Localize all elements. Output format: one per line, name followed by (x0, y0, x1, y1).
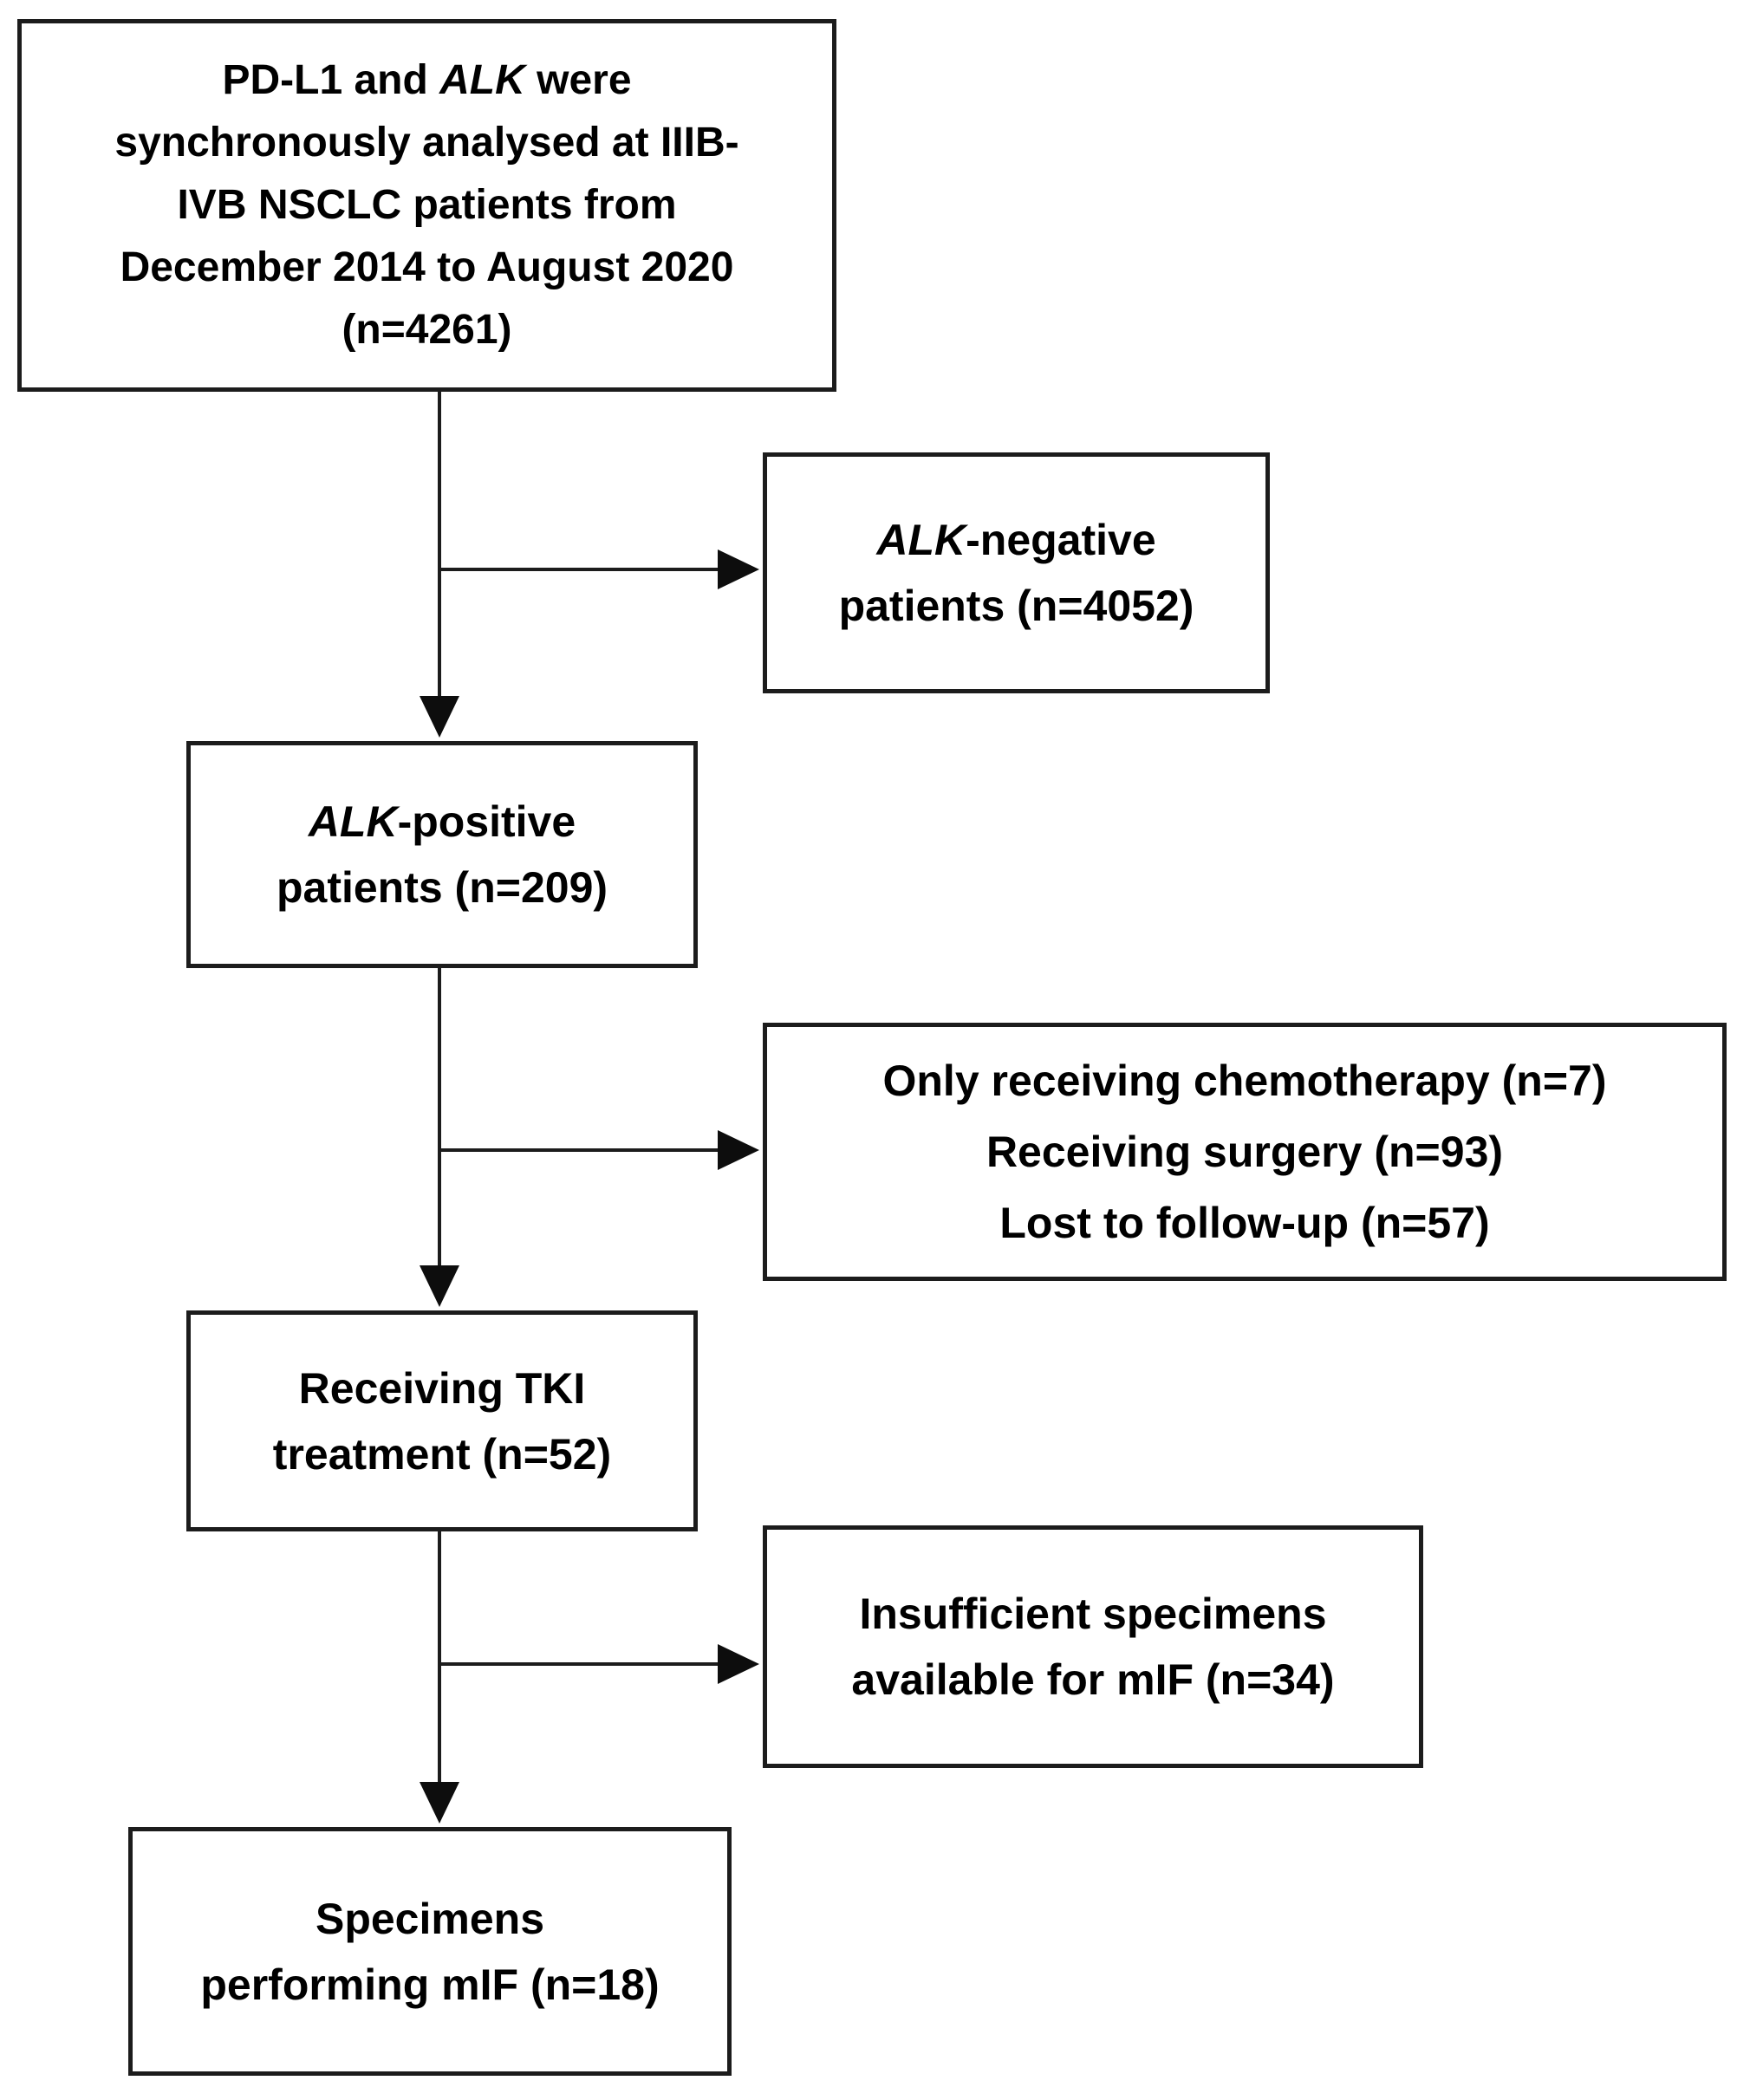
arrowhead-right-alk-negative (718, 549, 759, 589)
box-insufficient-specimens: Insufficient specimens available for mIF… (763, 1525, 1423, 1768)
arrowhead-down-alk-positive (420, 696, 459, 738)
source-line1-suffix: were (524, 57, 632, 103)
box-source-population: PD-L1 and ALK were synchronously analyse… (17, 19, 836, 392)
arrowhead-right-excluded (718, 1130, 759, 1170)
source-line-1: PD-L1 and ALK were (222, 49, 631, 112)
alk-negative-line-2: patients (n=4052) (838, 582, 1194, 630)
box-tki-treatment: Receiving TKI treatment (n=52) (186, 1310, 698, 1531)
box-excluded-treatments: Only receiving chemotherapy (n=7) Receiv… (763, 1023, 1727, 1281)
excluded-line-2: Receiving surgery (n=93) (986, 1128, 1504, 1176)
box-alk-negative: ALK-negative patients (n=4052) (763, 452, 1270, 693)
excluded-line-3: Lost to follow-up (n=57) (999, 1199, 1490, 1247)
tki-line-1: Receiving TKI (298, 1363, 586, 1413)
box-specimens-mif: Specimens performing mIF (n=18) (128, 1827, 732, 2076)
alk-negative-line1-suffix: -negative (966, 516, 1156, 564)
source-line1-prefix: PD-L1 and (222, 57, 440, 103)
alk-positive-line-1: ALK-positive (309, 789, 576, 855)
alk-negative-gene-italic: ALK (876, 516, 966, 564)
arrowhead-down-mif (420, 1782, 459, 1824)
mif-line-1: Specimens (315, 1894, 544, 1943)
source-line-5: (n=4261) (342, 307, 512, 353)
source-gene-italic: ALK (439, 57, 525, 103)
excluded-line-1: Only receiving chemotherapy (n=7) (882, 1057, 1607, 1105)
alk-negative-line-1: ALK-negative (876, 507, 1155, 573)
insufficient-line-2: available for mIF (n=34) (851, 1655, 1335, 1704)
source-line-3: IVB NSCLC patients from (177, 182, 677, 228)
box-alk-positive: ALK-positive patients (n=209) (186, 741, 698, 968)
arrowhead-down-tki (420, 1265, 459, 1307)
alk-positive-gene-italic: ALK (308, 797, 398, 846)
arrowhead-right-insufficient (718, 1644, 759, 1684)
insufficient-line-1: Insufficient specimens (859, 1590, 1327, 1638)
source-line-2: synchronously analysed at IIIB- (114, 120, 739, 166)
alk-positive-line1-suffix: -positive (397, 797, 576, 846)
tki-line-2: treatment (n=52) (272, 1429, 612, 1479)
alk-positive-line-2: patients (n=209) (276, 863, 608, 912)
mif-line-2: performing mIF (n=18) (200, 1960, 660, 2009)
source-line-4: December 2014 to August 2020 (120, 244, 734, 290)
